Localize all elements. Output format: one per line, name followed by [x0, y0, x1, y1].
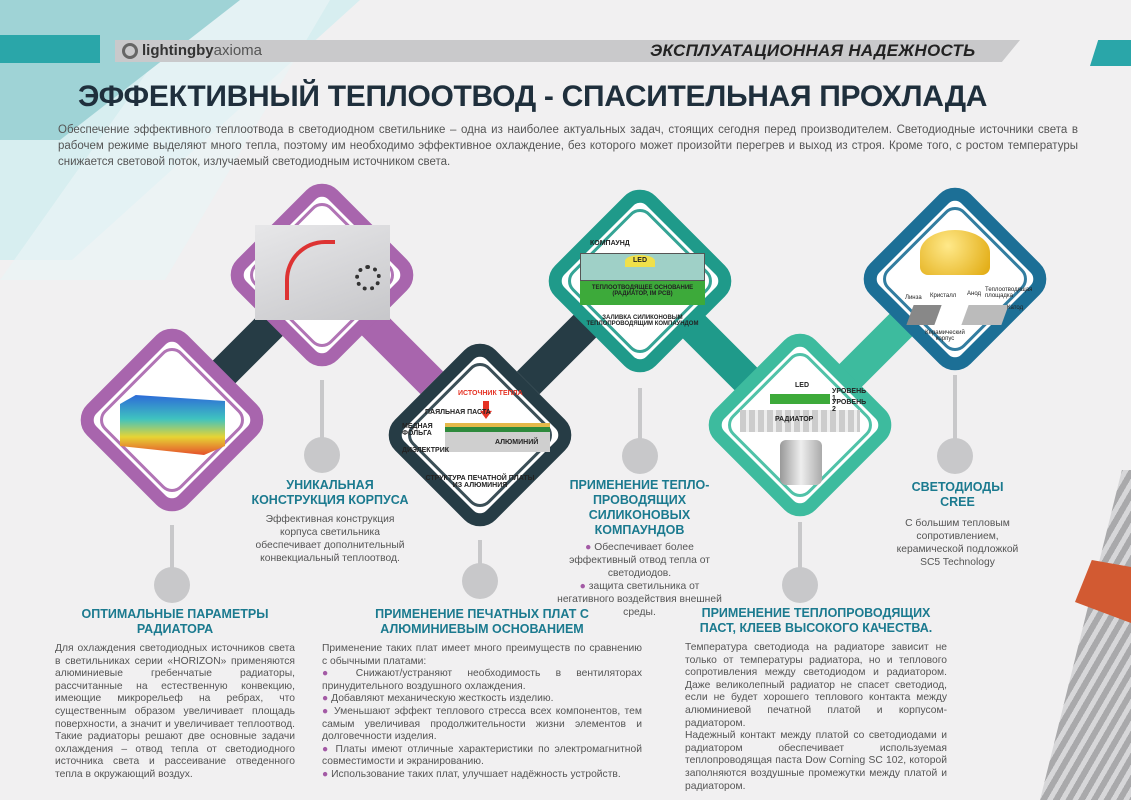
section-title: ЭКСПЛУАТАЦИОННАЯ НАДЕЖНОСТЬ: [650, 41, 976, 60]
bullet-icon: ●: [322, 743, 331, 755]
stem: [638, 388, 642, 443]
bullet-icon: ●: [322, 693, 329, 705]
marker-dot: [462, 563, 498, 599]
header-bar: [115, 40, 1020, 62]
radiator-thermal-image: [120, 395, 225, 455]
stem: [478, 540, 482, 570]
radiator-shape: [740, 410, 860, 432]
intro-text: Обеспечение эффективного теплоотвода в с…: [58, 124, 1078, 168]
block-pcb: ПРИМЕНЕНИЕ ПЕЧАТНЫХ ПЛАТ С АЛЮМИНИЕВЫМ О…: [322, 607, 642, 780]
base-layer: [580, 281, 705, 305]
page-title: ЭФФЕКТИВНЫЙ ТЕПЛООТВОД - СПАСИТЕЛЬНАЯ ПР…: [78, 80, 988, 113]
heat-arrow-icon: [480, 401, 492, 419]
paste-can-image: [780, 440, 822, 485]
led-top-view: [906, 305, 942, 325]
cree-diagram: Линза Кристалл Анод Теплоотводящая площа…: [895, 225, 1032, 345]
bg-stripe: [1090, 40, 1131, 66]
led-shape: [625, 255, 655, 267]
bullet-icon: ●: [322, 768, 329, 780]
solder-layer: [445, 423, 550, 427]
stem: [798, 522, 802, 572]
block-radiator: ОПТИМАЛЬНЫЕ ПАРАМЕТРЫ РАДИАТОРА Для охла…: [55, 607, 295, 780]
logo-icon: [122, 42, 138, 59]
stem: [320, 380, 324, 440]
block-compound: ПРИМЕНЕНИЕ ТЕПЛО-ПРОВОДЯЩИХ СИЛИКОНОВЫХ …: [557, 478, 722, 618]
housing-photo: [255, 225, 390, 320]
compound-diagram: КОМПАУНД LED ТЕПЛООТВОДЯЩЕЕ ОСНОВАНИЕ (Р…: [575, 235, 710, 345]
led-board: [770, 394, 830, 404]
block-paste: ПРИМЕНЕНИЕ ТЕПЛОПРОВОДЯЩИХ ПАСТ, КЛЕЕВ В…: [685, 606, 947, 792]
stem: [953, 375, 957, 440]
marker-dot: [154, 567, 190, 603]
heatsink-photo: [1040, 470, 1131, 800]
led-bottom-view: [961, 305, 1009, 325]
pcb-diagram: ИСТОЧНИК ТЕПЛА ПАЯЛЬНАЯ ПАСТА МЕДНАЯ ФОЛ…: [400, 385, 560, 505]
marker-dot: [937, 438, 973, 474]
marker-dot: [782, 567, 818, 603]
vent-icon: [355, 265, 381, 291]
paste-diagram: LED УРОВЕНЬ 1 УРОВЕНЬ 2 РАДИАТОР: [730, 380, 870, 490]
marker-dot: [622, 438, 658, 474]
bullet-icon: ●: [585, 542, 592, 553]
aluminum-layer: [445, 432, 550, 452]
block-housing: УНИКАЛЬНАЯ КОНСТРУКЦИЯ КОРПУСА Эффективн…: [251, 478, 409, 564]
bullet-icon: ●: [579, 581, 586, 592]
bg-stripe: [0, 35, 100, 63]
copper-layer: [445, 427, 550, 432]
led-image: [920, 230, 990, 275]
bullet-icon: ●: [322, 668, 341, 680]
stem: [170, 525, 174, 570]
block-cree: СВЕТОДИОДЫ CREE С большим тепловым сопро…: [896, 480, 1019, 568]
marker-dot: [304, 437, 340, 473]
airflow-arrow-icon: [285, 240, 335, 300]
bullet-icon: ●: [322, 705, 330, 717]
